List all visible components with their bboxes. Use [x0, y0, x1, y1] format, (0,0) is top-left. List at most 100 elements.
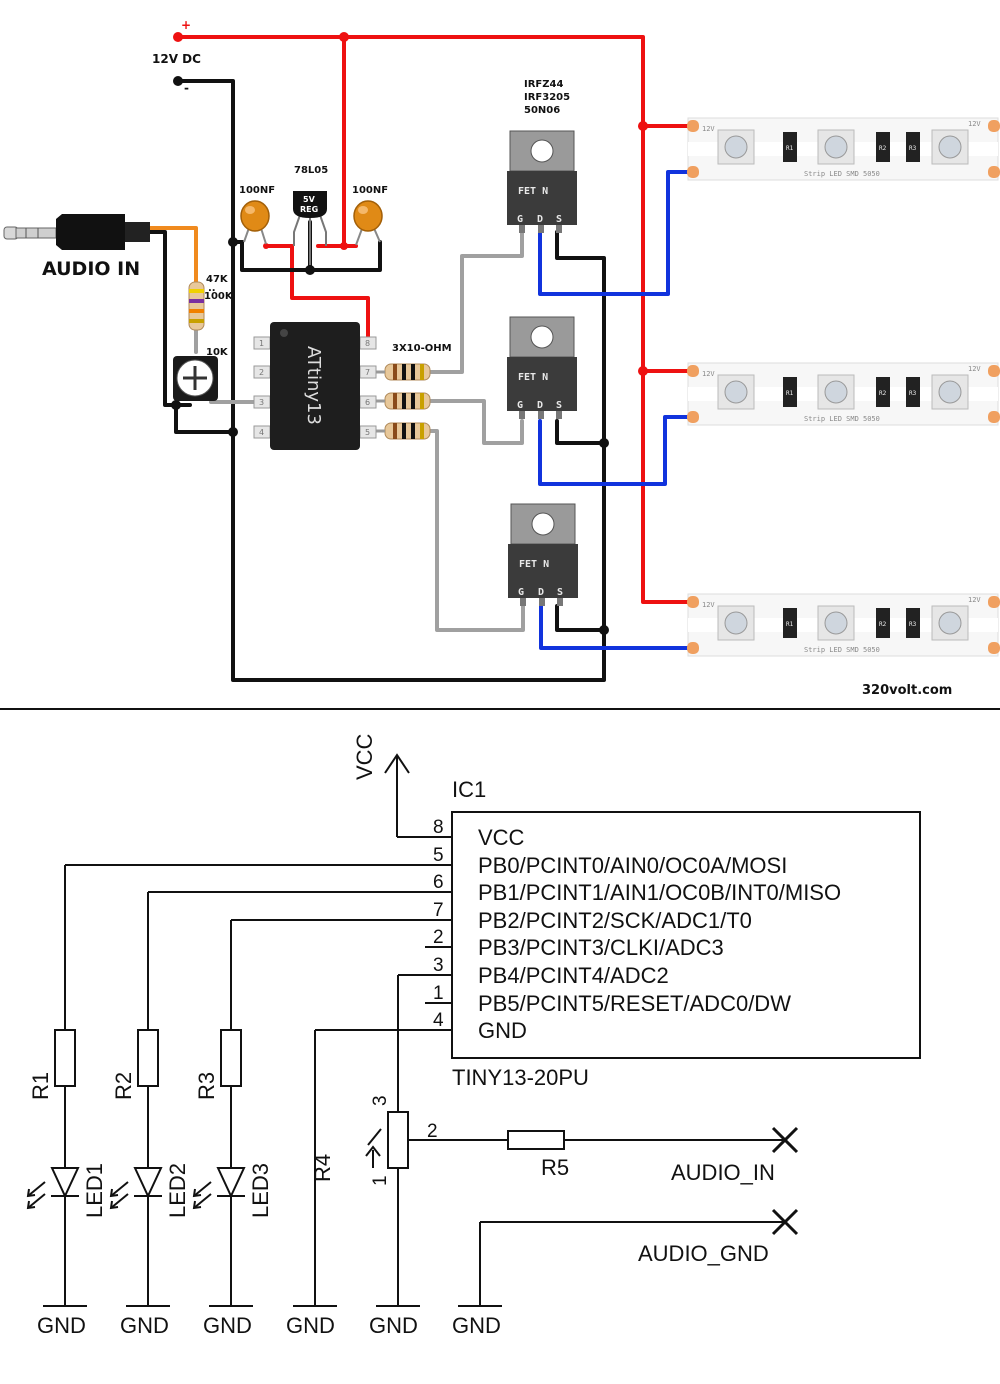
pin-name: PB1/PCINT1/AIN1/OC0B/INT0/MISO	[478, 880, 841, 905]
ic-part: TINY13-20PU	[452, 1065, 589, 1090]
terminal-cross-icon	[771, 1126, 799, 1154]
resistor-symbol	[220, 1029, 242, 1087]
strip-voltage: 12V	[968, 365, 981, 373]
mosfet: FET N G D S	[508, 503, 578, 606]
pin-name: PB4/PCINT4/ADC2	[478, 963, 669, 988]
smd-label: R2	[879, 145, 887, 152]
audio-jack-icon	[3, 214, 150, 250]
pot-pin: 2	[427, 1121, 438, 1142]
fet-pin: G	[517, 214, 523, 225]
led-symbol	[133, 1167, 163, 1199]
r4-ref: R4	[310, 1154, 335, 1182]
led-ref: LED1	[82, 1163, 107, 1218]
gnd-label: GND	[452, 1313, 501, 1338]
supply-minus: -	[184, 81, 189, 95]
pin-name: PB0/PCINT0/AIN0/OC0A/MOSI	[478, 853, 787, 878]
smd-label: R1	[786, 390, 794, 397]
resistor-symbol	[54, 1029, 76, 1087]
cap-left-label: 100NF	[239, 185, 275, 196]
led-branch: R1 LED1 GND	[26, 865, 107, 1338]
vcc-label: VCC	[352, 733, 377, 780]
led-strip: R1 R2 R3 12V 12V Strip LED SMD 5050	[687, 593, 999, 657]
strip-voltage: 12V	[968, 596, 981, 604]
fet-label: FET N	[519, 559, 549, 570]
chip-pin: 3	[259, 398, 264, 407]
resistor-value: ..	[208, 283, 216, 294]
mosfet-model: 50N06	[524, 105, 560, 116]
schematic: VCC IC1 TINY13-20PU 8 5 6 7 2 3 1 4 VCC …	[26, 733, 921, 1338]
pin-name: VCC	[478, 825, 525, 850]
potentiometer-symbol: 3 2 1 GND	[365, 975, 508, 1338]
r5-ref: R5	[541, 1155, 569, 1180]
gnd-label: GND	[37, 1313, 86, 1338]
gnd-label: GND	[369, 1313, 418, 1338]
ic-pin-numbers: 8 5 6 7 2 3 1 4	[433, 817, 444, 1031]
audio-wire	[148, 226, 198, 284]
fet-pin: G	[517, 400, 523, 411]
smd-label: R2	[879, 621, 887, 628]
pin-number: 5	[433, 845, 444, 866]
smd-label: R1	[786, 145, 794, 152]
pin-number: 6	[433, 872, 444, 893]
input-resistor	[188, 281, 205, 331]
gate-resistors-label: 3X10-OHM	[392, 343, 452, 354]
mosfet-model: IRF3205	[524, 92, 570, 103]
strip-text: Strip LED SMD 5050	[804, 646, 880, 654]
chip-label: ATtiny13	[303, 346, 324, 425]
pin-number: 2	[433, 927, 444, 948]
led-symbol	[50, 1167, 80, 1199]
fet-pin: S	[557, 587, 563, 598]
mosfet: FET N G D S	[507, 316, 577, 419]
resistor-ref: R3	[194, 1072, 219, 1100]
led-branch: R2 LED2 GND	[109, 892, 190, 1338]
chip-pin: 5	[365, 428, 370, 437]
pot-pin: 1	[370, 1175, 391, 1186]
smd-label: R3	[909, 390, 917, 397]
capacitor	[353, 200, 383, 246]
smd-label: R3	[909, 621, 917, 628]
audio-in-label: AUDIO IN	[42, 258, 140, 280]
regulator-label: 78L05	[294, 165, 328, 176]
pin-name: GND	[478, 1018, 527, 1043]
smd-label: R2	[879, 390, 887, 397]
gate-signal-wires	[194, 230, 525, 632]
resistor-ref: R2	[111, 1072, 136, 1100]
strip-voltage: 12V	[968, 120, 981, 128]
resistor-value: 100K	[204, 291, 234, 302]
pin-number: 8	[433, 817, 444, 838]
regulator-text: REG	[300, 205, 318, 214]
led-strip: R1 R2 R3 12V 12V Strip LED SMD 5050	[687, 117, 999, 181]
resistor-symbol	[507, 1130, 565, 1150]
pin-name: PB5/PCINT5/RESET/ADC0/DW	[478, 991, 791, 1016]
strip-pads	[687, 120, 1000, 654]
gnd-label: GND	[120, 1313, 169, 1338]
pin-name: PB2/PCINT2/SCK/ADC1/T0	[478, 908, 752, 933]
gate-resistor	[384, 392, 431, 410]
resistor-ref: R1	[28, 1072, 53, 1100]
strip-voltage: 12V	[702, 125, 715, 133]
wiring-diagram: R1 R2 R3 12V 12V Strip LED SMD 5050 R1 R…	[3, 18, 1000, 698]
pin-number: 7	[433, 900, 444, 921]
chip-pin: 6	[365, 398, 370, 407]
pin-number: 4	[433, 1010, 444, 1031]
terminal-cross-icon	[771, 1208, 799, 1236]
pin-name: PB3/PCINT3/CLKI/ADC3	[478, 935, 724, 960]
fet-pin: D	[538, 587, 544, 598]
gate-resistor	[384, 422, 431, 440]
fet-pin: D	[537, 214, 543, 225]
led-negative-wires	[538, 170, 690, 650]
pot-pin: 3	[370, 1095, 391, 1106]
pin-number: 3	[433, 955, 444, 976]
supply-label: 12V DC	[152, 52, 201, 66]
fet-pin: S	[556, 214, 562, 225]
ground-junctions	[171, 76, 609, 635]
chip-pin: 2	[259, 368, 264, 377]
led-ref: LED2	[165, 1163, 190, 1218]
junctions	[173, 32, 648, 376]
watermark: 320volt.com	[862, 683, 952, 698]
chip-pin: 8	[365, 339, 370, 348]
gate-resistor	[384, 363, 431, 381]
fet-label: FET N	[518, 186, 548, 197]
fet-label: FET N	[518, 372, 548, 383]
